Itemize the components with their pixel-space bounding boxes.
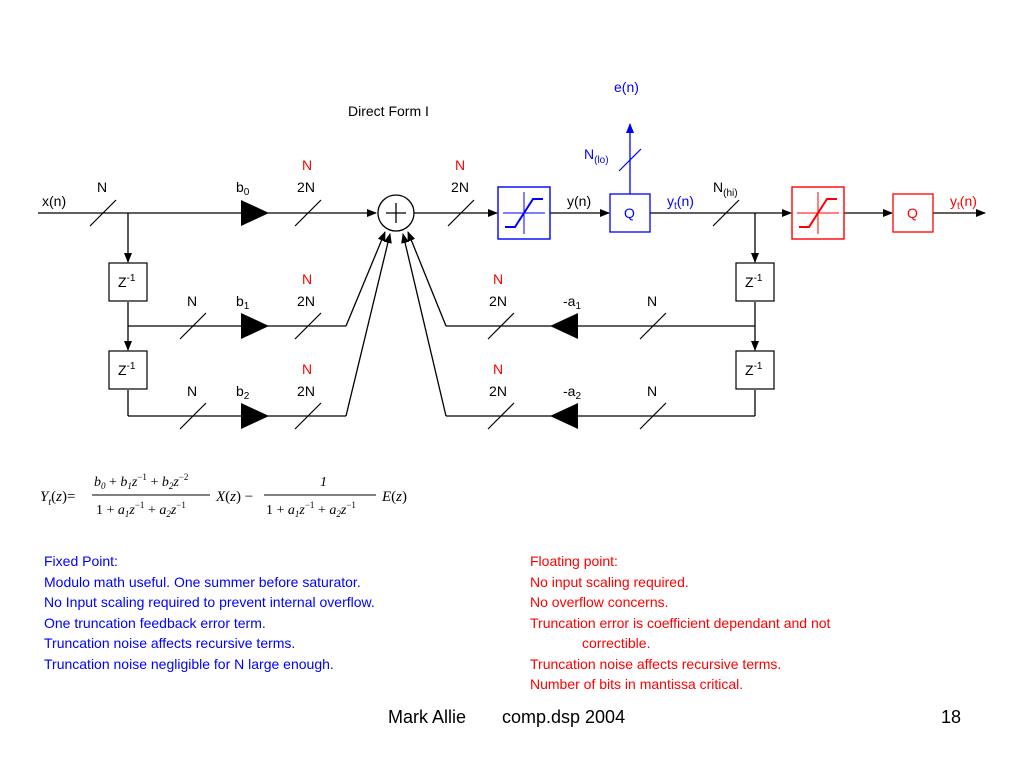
delay-right-2: Z-1: [735, 350, 775, 390]
svg-text:E(z): E(z): [381, 489, 407, 505]
fixed-note-line: Modulo math useful. One summer before sa…: [44, 573, 361, 590]
quantizer-blue: Q: [609, 193, 651, 233]
svg-text:2N: 2N: [297, 179, 315, 195]
width-labels: N 2N N 2N N N 2N N 2N N N N 2N N 2N N N: [97, 157, 657, 399]
label-yt-n-red: yt(n): [950, 193, 977, 212]
gain-b2-triangle: [241, 403, 269, 429]
svg-text:Yt(z)=: Yt(z)=: [40, 489, 75, 508]
feedback-taps: [401, 213, 759, 417]
gain-a1-triangle: [550, 313, 578, 339]
footer-author: Mark Allie: [388, 707, 467, 727]
svg-text:2N: 2N: [297, 383, 315, 399]
coef-a2: -a2: [563, 383, 581, 402]
transfer-function-formula: Yt(z)= b0 + b1z−1 + b2z−2 1 + a1z−1 + a2…: [40, 472, 407, 519]
page-number: 18: [941, 707, 962, 727]
svg-text:2N: 2N: [451, 179, 469, 195]
fixed-note-heading: Fixed Point:: [44, 553, 118, 569]
svg-text:N: N: [302, 271, 312, 287]
bit-width-slashes: [89, 148, 740, 430]
delay-right-1: Z-1: [735, 262, 775, 302]
svg-text:N: N: [493, 361, 503, 377]
svg-text:N: N: [302, 157, 312, 173]
label-n-lo: N(lo): [584, 146, 609, 166]
svg-text:N: N: [187, 293, 197, 309]
gain-b0-triangle: [241, 200, 269, 226]
float-note-line: Truncation error is coefficient dependan…: [530, 614, 831, 631]
svg-text:X(z) −: X(z) −: [215, 489, 253, 505]
coef-a1: -a1: [563, 293, 581, 312]
float-note-line: correctible.: [582, 635, 651, 651]
svg-text:N: N: [493, 271, 503, 287]
feedforward-taps: [124, 213, 392, 417]
svg-text:b0 + b1z−1 + b2z−2: b0 + b1z−1 + b2z−2: [94, 472, 188, 491]
svg-text:Q: Q: [907, 205, 918, 221]
float-note-heading: Floating point:: [530, 553, 618, 569]
coef-b0: b0: [236, 179, 250, 198]
delay-left-1: Z-1: [108, 262, 148, 302]
saturator-red: [791, 186, 845, 240]
saturator-blue: [497, 186, 551, 240]
svg-text:1: 1: [320, 475, 327, 490]
label-e-n: e(n): [614, 79, 639, 95]
svg-text:N: N: [97, 179, 107, 195]
svg-text:N: N: [455, 157, 465, 173]
label-x-n: x(n): [42, 193, 66, 209]
svg-text:N: N: [187, 383, 197, 399]
label-y-n: y(n): [567, 193, 591, 209]
fixed-note-line: Truncation noise negligible for N large …: [44, 655, 334, 672]
svg-text:N: N: [647, 293, 657, 309]
coef-b2: b2: [236, 383, 250, 402]
float-note-line: No overflow concerns.: [530, 594, 669, 610]
fixed-note-line: One truncation feedback error term.: [44, 614, 266, 631]
svg-text:2N: 2N: [489, 293, 507, 309]
coef-b1: b1: [236, 293, 250, 312]
quantizer-red: Q: [892, 193, 934, 233]
adder: [377, 194, 415, 232]
svg-text:1 + a1z−1 + a2z−1: 1 + a1z−1 + a2z−1: [266, 500, 356, 519]
svg-text:1 + a1z−1 + a2z−1: 1 + a1z−1 + a2z−1: [96, 500, 186, 519]
fixed-note-line: Truncation noise affects recursive terms…: [44, 635, 296, 651]
gain-b1-triangle: [241, 313, 269, 339]
diagram-title: Direct Form I: [348, 103, 429, 119]
footer-course: comp.dsp 2004: [502, 707, 626, 727]
svg-text:N: N: [647, 383, 657, 399]
fixed-note-line: No Input scaling required to prevent int…: [44, 594, 375, 610]
fixed-point-notes: Fixed Point: Modulo math useful. One sum…: [44, 551, 375, 674]
float-note-line: Truncation noise affects recursive terms…: [530, 655, 782, 672]
float-note-line: Number of bits in mantissa critical.: [530, 676, 744, 692]
svg-text:Q: Q: [624, 205, 635, 221]
label-yt-n-blue: yt(n): [667, 193, 694, 212]
svg-text:2N: 2N: [297, 293, 315, 309]
delay-left-2: Z-1: [108, 350, 148, 390]
label-n-hi: N(hi): [713, 179, 738, 199]
float-note-line: No input scaling required.: [530, 573, 689, 590]
svg-text:2N: 2N: [489, 383, 507, 399]
gain-a2-triangle: [550, 403, 578, 429]
svg-text:N: N: [302, 361, 312, 377]
floating-point-notes: Floating point: No input scaling require…: [530, 551, 830, 695]
